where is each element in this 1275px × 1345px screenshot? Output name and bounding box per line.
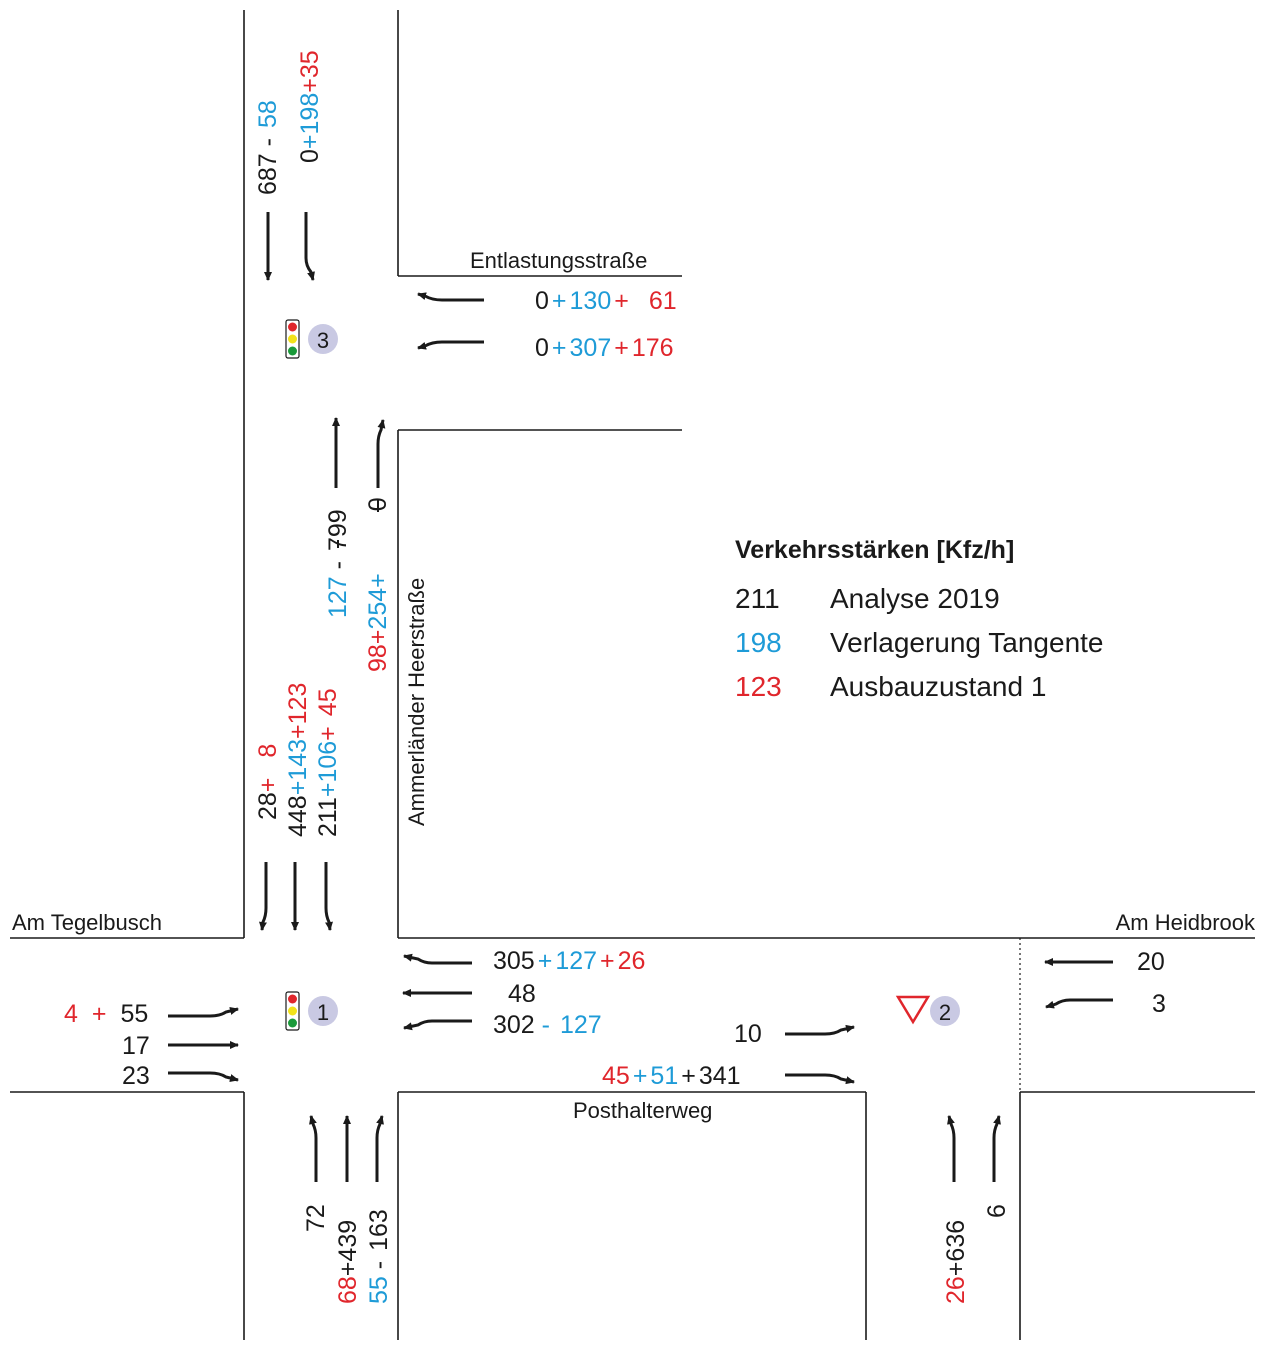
arrow-turn-icon xyxy=(375,1115,384,1182)
arrow-turn-icon xyxy=(947,1115,956,1182)
street-labels: Entlastungsstraße Am Tegelbusch Am Heidb… xyxy=(12,248,1256,1123)
node-number-3: 3 xyxy=(317,328,329,353)
arrow-turn-icon xyxy=(403,953,472,965)
arrow-turn-icon xyxy=(1045,998,1113,1009)
street-name-entlastungsstrasse: Entlastungsstraße xyxy=(470,248,647,273)
arrow-turn-icon xyxy=(168,1071,239,1082)
flow-north-sb-2: 0+198+35 xyxy=(296,50,324,163)
node-badge-circle xyxy=(308,996,338,1026)
flow-south-2: 68+439 xyxy=(334,1220,362,1304)
flow-heidbrook-2: 3 xyxy=(1152,990,1166,1018)
arrow-turn-icon xyxy=(417,292,484,302)
arrow-turn-icon xyxy=(304,212,315,281)
arrow-turn-icon xyxy=(324,862,333,931)
arrow-turn-icon xyxy=(417,340,484,350)
arrow-turn-icon xyxy=(309,1115,318,1182)
flow-south-1: 72 xyxy=(302,1204,330,1232)
flow-values: 687 -58 0+198+35 0+130+61 0+307+176 127 … xyxy=(64,50,1166,1304)
node-number-2: 2 xyxy=(939,1000,951,1025)
arrow-turn-icon xyxy=(259,862,268,931)
legend-title: Verkehrsstärken [Kfz/h] xyxy=(735,536,1014,564)
flow-east-wb-2: 48 xyxy=(508,980,536,1008)
flow-mid-sb-2: 448+143+123 xyxy=(284,683,312,837)
flow-heidbrook-1: 20 xyxy=(1137,948,1165,976)
flow-east-wb-1: 305+127+26 xyxy=(493,947,645,975)
flow-mid-nb-2: 98+254+0 xyxy=(364,497,392,672)
street-name-ammerlaender-heerstrasse: Ammerländer Heerstraße xyxy=(404,578,429,826)
legend-value-verlagerung: 198 xyxy=(735,627,782,658)
traffic-light-icon xyxy=(285,991,300,1031)
flow-post-2: 45+51+341 xyxy=(602,1062,741,1090)
road-edges xyxy=(10,10,1255,1340)
flow-north-sb-1: 687 -58 xyxy=(254,100,282,195)
flow-entlastung-2: 0+307+176 xyxy=(535,334,674,362)
flow-west-eb-1: 4+55 xyxy=(64,1000,148,1028)
arrow-turn-icon xyxy=(992,1115,1001,1182)
node-3: 3 xyxy=(285,319,338,359)
legend-value-ausbau: 123 xyxy=(735,671,782,702)
street-name-am-heidbrook: Am Heidbrook xyxy=(1116,910,1256,935)
node-1: 1 xyxy=(285,991,338,1031)
node-badge-circle xyxy=(308,324,338,354)
flow-west-eb-3: 23 xyxy=(122,1062,150,1090)
arrow-turn-icon xyxy=(403,1019,472,1031)
legend-label-ausbau: Ausbauzustand 1 xyxy=(830,671,1046,702)
node-number-1: 1 xyxy=(317,1000,329,1025)
flow-mid-sb-3: 211+106+45 xyxy=(314,688,342,837)
arrow-turn-icon xyxy=(168,1007,239,1018)
flow-post-1: 10 xyxy=(734,1020,762,1048)
arrow-turn-icon xyxy=(376,419,386,488)
flow-west-eb-2: 17 xyxy=(122,1032,150,1060)
arrow-turn-icon xyxy=(785,1073,855,1085)
legend: Verkehrsstärken [Kfz/h] 211 Analyse 2019… xyxy=(735,536,1104,702)
flow-se-1: 26+636 xyxy=(942,1220,970,1304)
street-name-posthalterweg: Posthalterweg xyxy=(573,1098,712,1123)
yield-sign-icon xyxy=(895,995,931,1025)
street-name-am-tegelbusch: Am Tegelbusch xyxy=(12,910,162,935)
flow-south-3: 55 -163 xyxy=(365,1209,393,1304)
flow-mid-sb-1: 28+8 xyxy=(254,744,282,820)
legend-label-analyse: Analyse 2019 xyxy=(830,583,1000,614)
legend-label-verlagerung: Verlagerung Tangente xyxy=(830,627,1104,658)
legend-value-analyse: 211 xyxy=(735,583,780,614)
flow-east-wb-3: 302 -127 xyxy=(493,1011,602,1039)
flow-se-2: 6 xyxy=(983,1204,1011,1218)
node-2: 2 xyxy=(895,995,960,1026)
flow-entlastung-1: 0+130+61 xyxy=(535,287,677,315)
lane-arrows xyxy=(168,212,1113,1182)
flow-mid-nb-1: 127 -799 xyxy=(324,509,352,618)
arrow-turn-icon xyxy=(785,1024,855,1036)
node-badge-circle xyxy=(930,996,960,1026)
traffic-light-icon xyxy=(285,319,300,359)
